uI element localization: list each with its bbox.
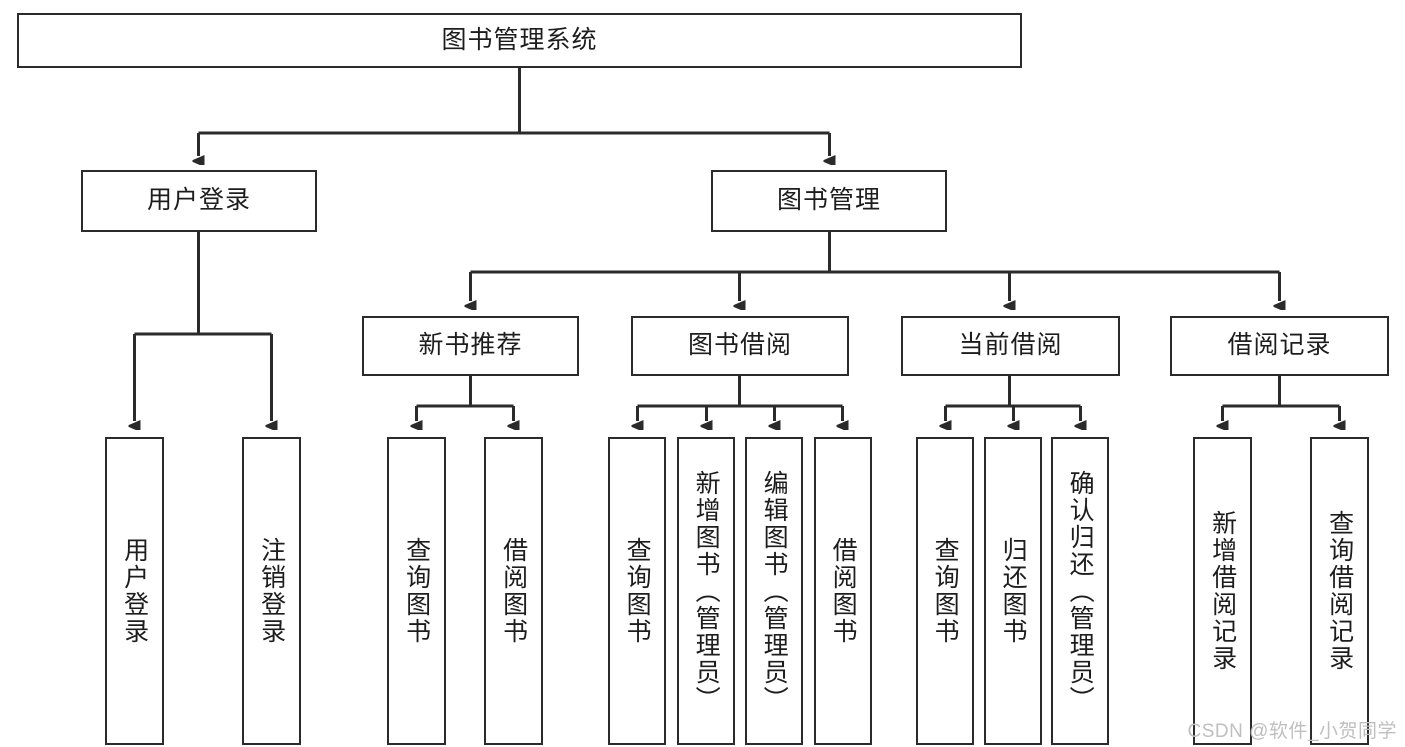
leaf-query-book-current[interactable]: 查询图书 <box>916 437 974 745</box>
leaf-borrow-book-label: 借阅图书 <box>829 537 858 645</box>
watermark: CSDN @软件_小贺同学 <box>1187 721 1397 742</box>
leaf-return-book-label: 归还图书 <box>999 537 1028 645</box>
leaf-borrow-book-recommend-label: 借阅图书 <box>499 537 528 645</box>
leaf-edit-book-admin[interactable]: 编辑图书（管理员） <box>745 437 803 745</box>
node-root-label: 图书管理系统 <box>441 25 598 54</box>
node-book-management[interactable]: 图书管理 <box>711 170 947 232</box>
node-current-borrow[interactable]: 当前借阅 <box>901 316 1120 376</box>
leaf-query-book-recommend-label: 查询图书 <box>402 537 431 645</box>
leaf-query-book-borrow-label: 查询图书 <box>623 537 652 645</box>
leaf-confirm-return-admin[interactable]: 确认归还（管理员） <box>1051 437 1109 745</box>
node-book-management-label: 图书管理 <box>776 186 881 215</box>
leaf-borrow-book-recommend[interactable]: 借阅图书 <box>484 437 543 745</box>
node-new-book-recommend-label: 新书推荐 <box>418 331 523 360</box>
node-book-borrow-label: 图书借阅 <box>687 331 792 360</box>
leaf-confirm-return-admin-label: 确认归还（管理员） <box>1066 469 1095 713</box>
leaf-query-book-current-label: 查询图书 <box>931 537 960 645</box>
node-borrow-record[interactable]: 借阅记录 <box>1170 316 1389 376</box>
leaf-user-login[interactable]: 用户登录 <box>105 437 164 745</box>
leaf-query-book-recommend[interactable]: 查询图书 <box>387 437 446 745</box>
leaf-add-borrow-record-label: 新增借阅记录 <box>1208 510 1237 672</box>
leaf-query-book-borrow[interactable]: 查询图书 <box>608 437 666 745</box>
leaf-logout[interactable]: 注销登录 <box>242 437 301 745</box>
leaf-borrow-book[interactable]: 借阅图书 <box>814 437 872 745</box>
leaf-add-book-admin[interactable]: 新增图书（管理员） <box>677 437 735 745</box>
node-root[interactable]: 图书管理系统 <box>17 13 1022 68</box>
leaf-user-login-label: 用户登录 <box>120 537 149 645</box>
leaf-logout-label: 注销登录 <box>257 537 286 645</box>
leaf-edit-book-admin-label: 编辑图书（管理员） <box>760 469 789 713</box>
leaf-query-borrow-record[interactable]: 查询借阅记录 <box>1310 437 1369 745</box>
node-book-borrow[interactable]: 图书借阅 <box>631 316 849 376</box>
node-current-borrow-label: 当前借阅 <box>958 331 1063 360</box>
node-user-login[interactable]: 用户登录 <box>81 170 317 232</box>
node-borrow-record-label: 借阅记录 <box>1227 331 1332 360</box>
node-user-login-label: 用户登录 <box>146 186 251 215</box>
leaf-return-book[interactable]: 归还图书 <box>984 437 1042 745</box>
leaf-query-borrow-record-label: 查询借阅记录 <box>1325 510 1354 672</box>
leaf-add-borrow-record[interactable]: 新增借阅记录 <box>1193 437 1252 745</box>
node-new-book-recommend[interactable]: 新书推荐 <box>362 316 579 376</box>
leaf-add-book-admin-label: 新增图书（管理员） <box>692 469 721 713</box>
